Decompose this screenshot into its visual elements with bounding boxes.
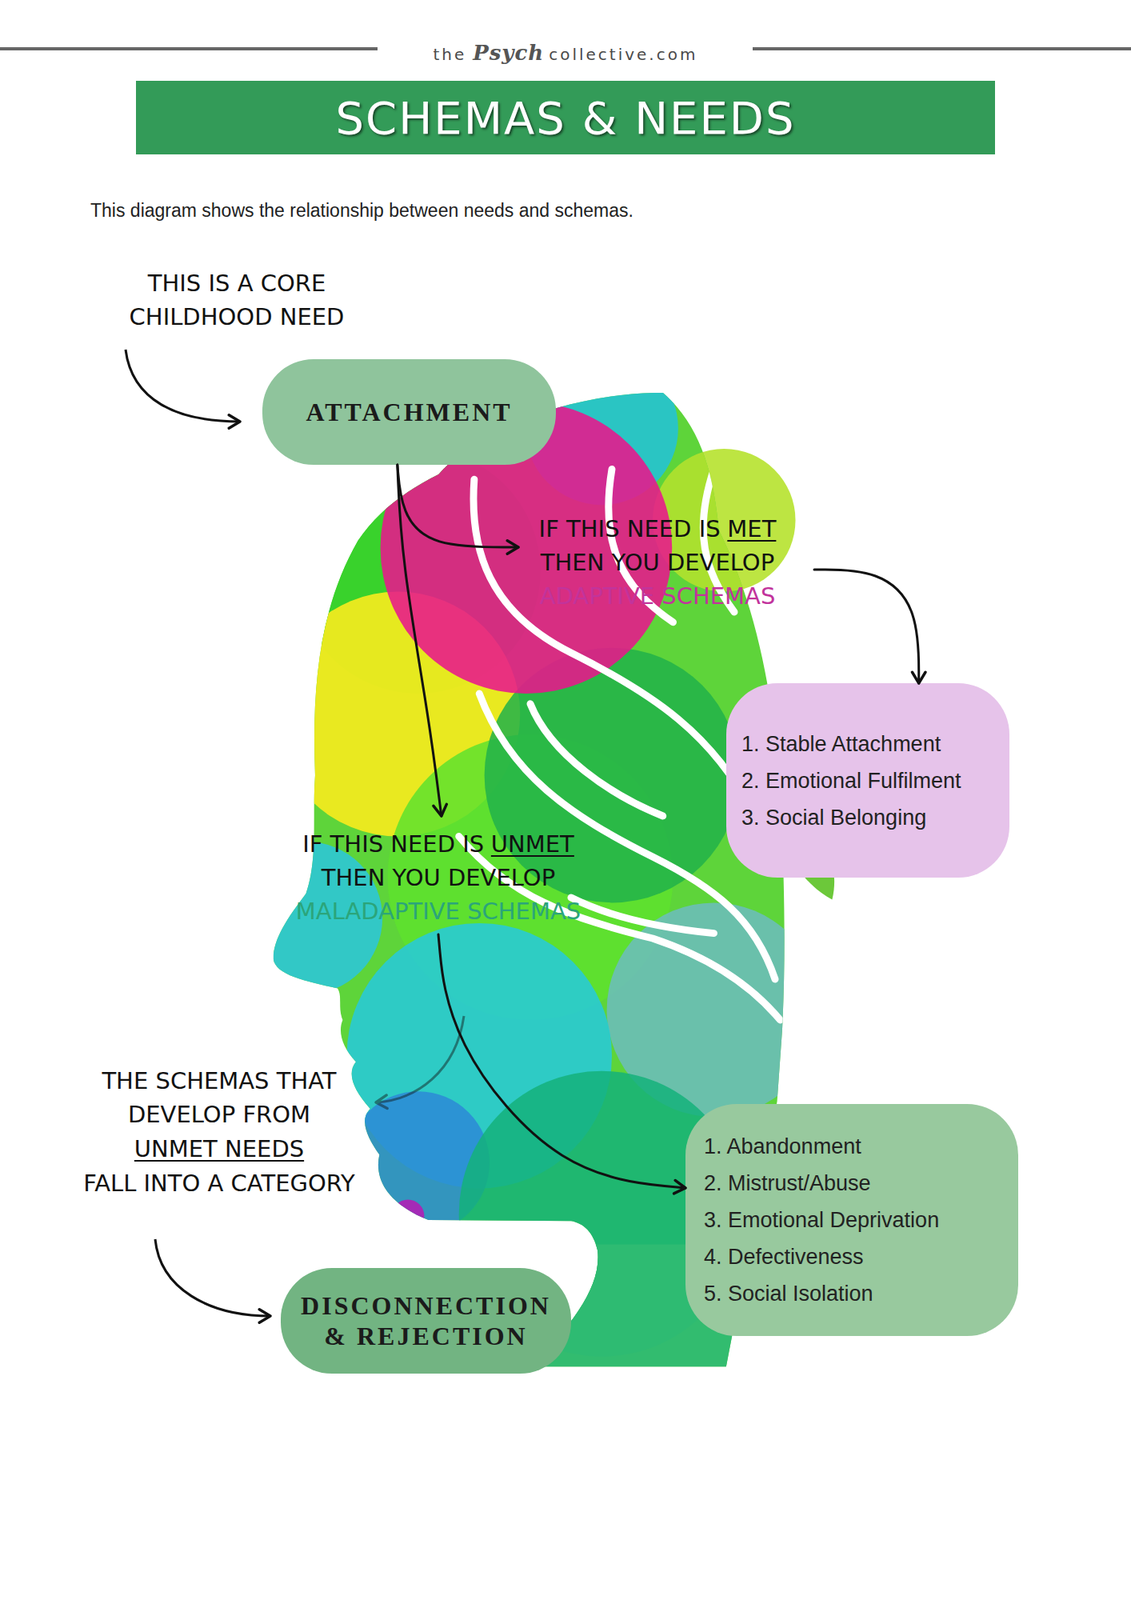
site-name: collective.com [548,44,698,64]
adaptive-schema-box: 1. Stable Attachment2. Emotional Fulfilm… [726,683,1010,878]
category-box: DISCONNECTION & REJECTION [280,1267,572,1374]
need-name: ATTACHMENT [305,396,512,428]
callout-note: UNMET NEEDS [134,1134,304,1163]
schema-item: 1. Abandonment [703,1127,1019,1165]
callout-note: FALL INTO A CATEGORY [83,1169,356,1197]
callout-note: THE SCHEMAS THAT DEVELOP FROM [101,1067,336,1128]
text-line: IF THIS NEED ISUNMET [254,827,623,861]
maladaptive-schema-box: 1. Abandonment2. Mistrust/Abuse3. Emotio… [685,1103,1019,1336]
connector-segment [397,464,442,816]
schema-item: 4. Defectiveness [703,1238,1019,1275]
condition-text: THEN YOU DEVELOP [321,863,556,892]
condition-text: IF THIS NEED IS [539,515,721,543]
color-blob [391,1198,425,1232]
vein [530,703,664,816]
text-line: This diagram shows the relationship betw… [90,191,811,228]
category-name: DISCONNECTION & REJECTION [295,1290,556,1351]
text-line: THEN YOU DEVELOP [473,545,842,580]
site-name: Psych [472,40,544,65]
text-line: UNMET NEEDS [51,1131,388,1166]
text-line: IF THIS NEED ISMET [473,511,842,546]
schema-item: 3. Emotional Deprivation [703,1201,1019,1239]
connector-segment [438,934,686,1188]
leader-arrow [375,1015,464,1103]
header-rule [0,47,378,51]
text-line: thePsychcollective.com [365,35,766,72]
vein [473,479,756,816]
text-line: FALL INTO A CATEGORY [51,1166,388,1200]
connector-segment [814,569,920,684]
leader-arrow [125,349,240,422]
need-box: ATTACHMENT [262,359,556,465]
connector-arrow [397,464,920,684]
text-line: ADAPTIVE SCHEMAS [473,579,842,613]
connector-segment [397,464,519,548]
intro-text: This diagram shows the relationship betw… [90,199,634,221]
site-name: the [433,44,468,64]
text-line: THIS IS A CORE CHILDHOOD NEED [100,266,373,334]
text-line: THEN YOU DEVELOP [254,860,623,895]
schema-item: 2. Mistrust/Abuse [703,1164,1019,1202]
text-line: THE SCHEMAS THAT DEVELOP FROM [83,1063,356,1131]
page-title: SCHEMAS & NEEDS [335,91,796,144]
schema-item: 2. Emotional Fulfilment [741,762,1010,800]
condition-text: MET [727,515,776,543]
vein [571,897,715,934]
schema-item: 5. Social Isolation [703,1274,1019,1312]
schema-item: 3. Social Belonging [741,799,1010,836]
header-rule [752,47,1131,51]
text-line: MALADAPTIVE SCHEMAS [254,894,623,928]
callout-note: THIS IS A CORE CHILDHOOD NEED [129,269,345,331]
condition-text: IF THIS NEED IS [302,830,484,858]
outcome-text: MALADAPTIVE SCHEMAS [295,897,581,925]
title-band: SCHEMAS & NEEDS [135,80,996,155]
condition-text: THEN YOU DEVELOP [540,548,775,576]
condition-text: UNMET [491,830,575,858]
outcome-text: ADAPTIVE SCHEMAS [539,582,776,610]
leader-arrow [155,1238,271,1316]
schema-item: 1. Stable Attachment [741,725,1010,763]
vein [459,836,781,1021]
